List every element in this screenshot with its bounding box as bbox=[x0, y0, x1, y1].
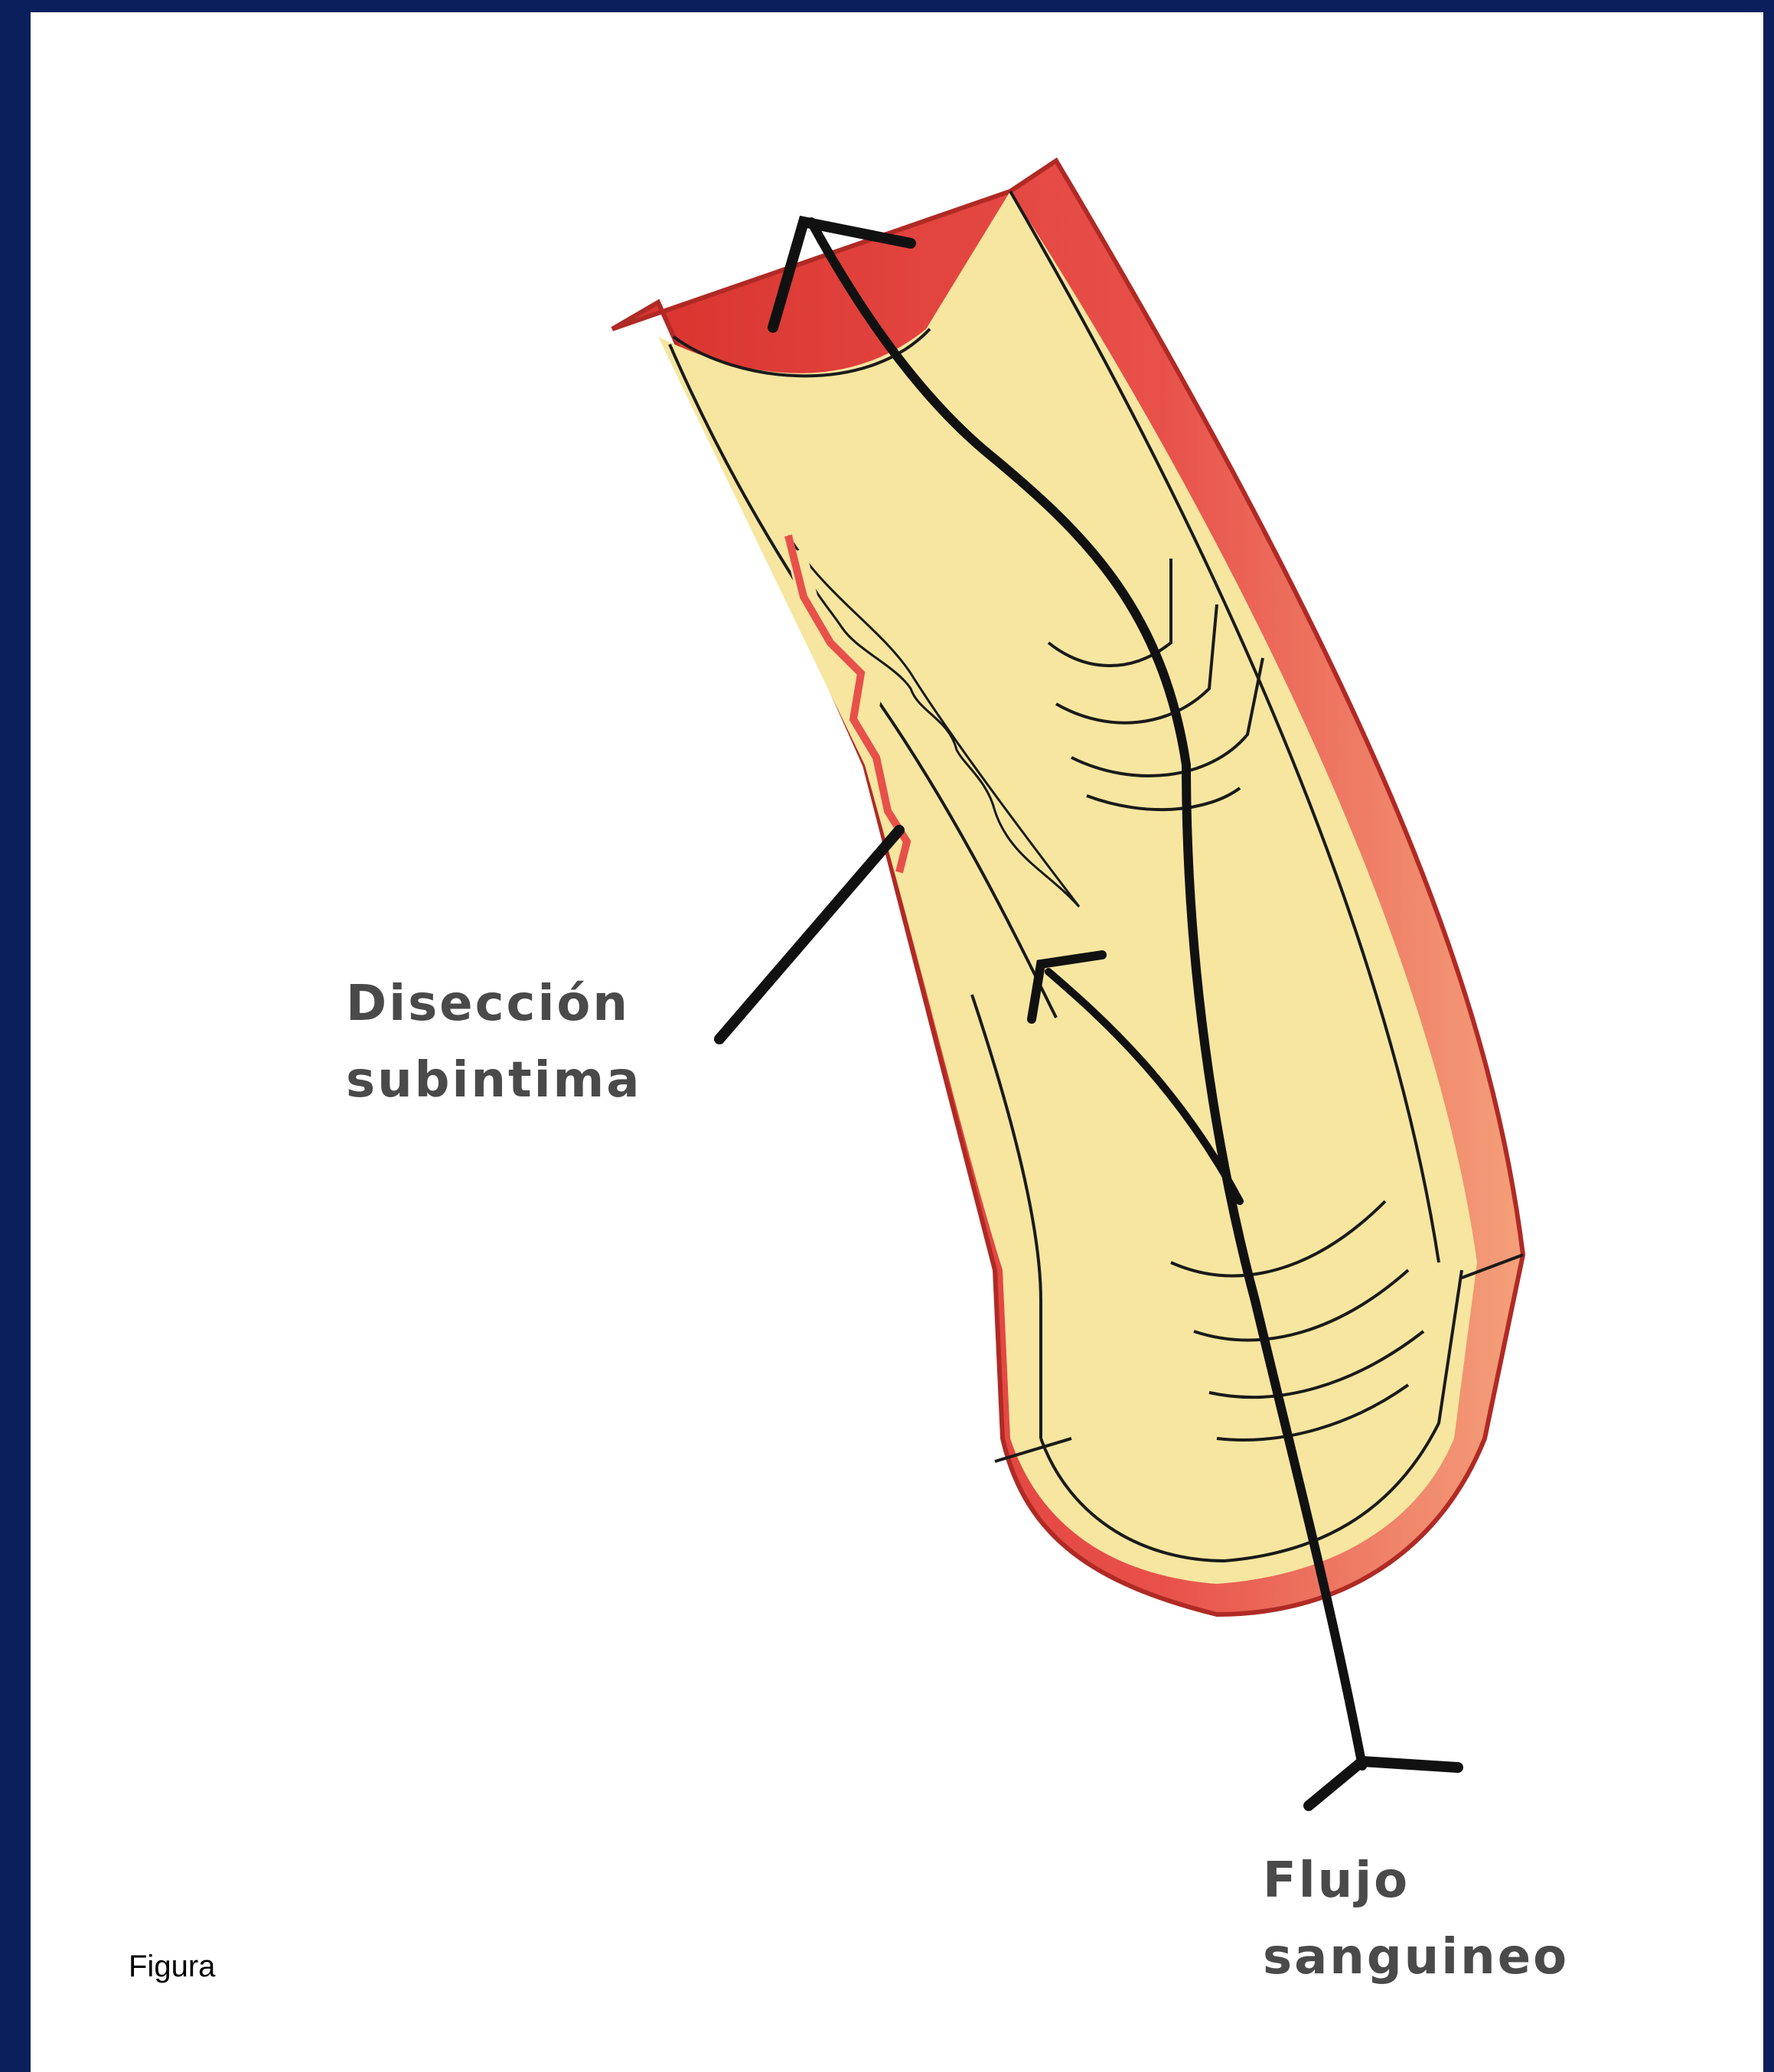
blood-flow-label-line-1: Flujo bbox=[1263, 1842, 1569, 1919]
dissection-label-line-1: Disección bbox=[346, 966, 641, 1042]
blood-flow-label-line-2: sanguineo bbox=[1263, 1919, 1569, 1995]
dissection-label-line-2: subintima bbox=[346, 1042, 641, 1119]
dissection-pointer-line bbox=[719, 830, 899, 1039]
figure-caption: Figura bbox=[129, 1950, 215, 1984]
dissection-label: Disección subintima bbox=[346, 966, 641, 1119]
blood-flow-tail bbox=[1309, 1761, 1458, 1806]
blood-flow-label: Flujo sanguineo bbox=[1263, 1842, 1569, 1995]
